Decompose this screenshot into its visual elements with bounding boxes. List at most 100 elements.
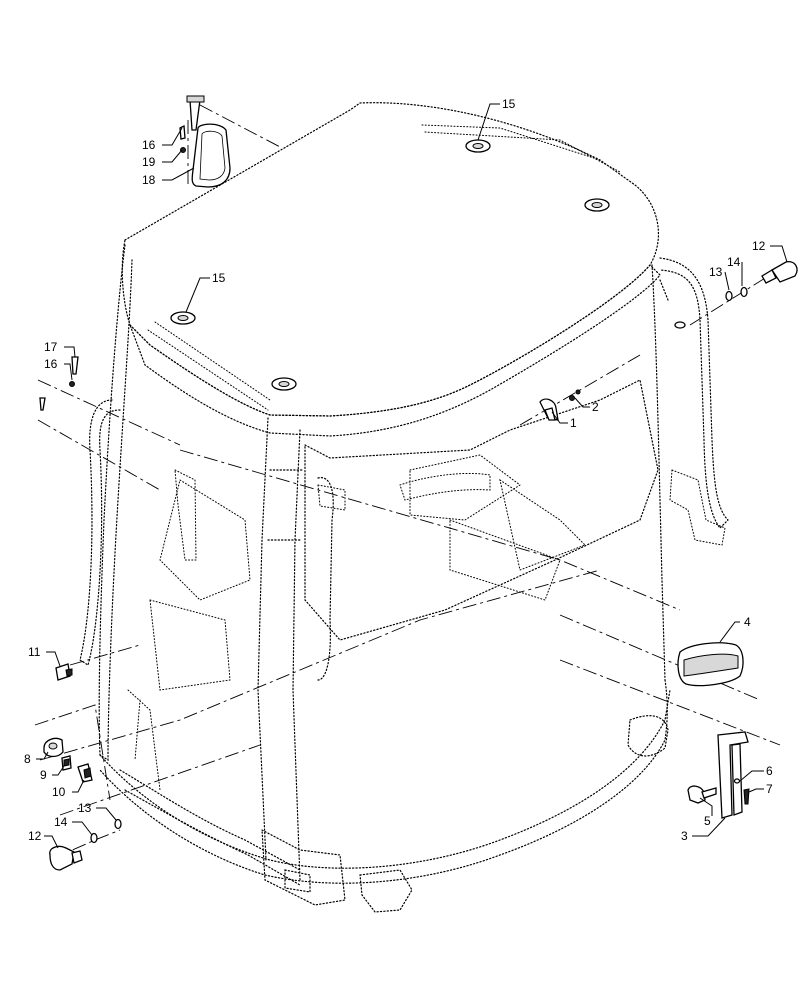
leader-16-top bbox=[162, 127, 183, 146]
roof-plug-right bbox=[584, 198, 610, 212]
callout-2: 2 bbox=[592, 400, 599, 414]
leader-12-low bbox=[44, 835, 59, 849]
leader-10 bbox=[72, 779, 85, 793]
cab-roof-front-rail bbox=[147, 321, 271, 411]
bolt-10 bbox=[77, 763, 93, 783]
leader-7 bbox=[748, 788, 764, 793]
cab-roof-rear-rail bbox=[421, 124, 621, 173]
right-handrail-bracket bbox=[669, 469, 726, 546]
assembly-line-interior bbox=[179, 449, 681, 611]
assembly-line-left-handrail bbox=[37, 379, 181, 446]
callout-7: 7 bbox=[766, 782, 773, 796]
leader-9 bbox=[52, 765, 65, 776]
armrest-bracket bbox=[717, 731, 749, 819]
leader-14-low bbox=[72, 821, 93, 836]
fitting-9 bbox=[61, 755, 72, 771]
leader-13-low bbox=[96, 807, 117, 821]
left-bolt-part bbox=[49, 845, 83, 871]
assembly-line-pins bbox=[69, 644, 141, 666]
bracket-screw bbox=[743, 788, 750, 805]
callout-11: 11 bbox=[28, 645, 41, 659]
callout-16-top: 16 bbox=[142, 138, 156, 152]
leader-11 bbox=[46, 651, 61, 667]
leader-16-left bbox=[64, 363, 73, 381]
cab-right-pillar bbox=[651, 264, 669, 681]
bracket-8 bbox=[43, 737, 64, 758]
cab-front-step bbox=[261, 828, 346, 906]
bracket-knob bbox=[687, 785, 717, 804]
callout-17: 17 bbox=[44, 340, 58, 354]
clip-screw bbox=[569, 389, 581, 401]
callout-8: 8 bbox=[24, 752, 31, 766]
left-washer-14 bbox=[90, 832, 98, 844]
right-bolt-part bbox=[761, 261, 798, 284]
assembly-line-lower-bolts bbox=[59, 744, 261, 816]
callout-18: 18 bbox=[142, 173, 156, 187]
left-handrail bbox=[79, 399, 121, 666]
assembly-lines bbox=[34, 104, 781, 861]
leader-12-top bbox=[770, 245, 788, 263]
leader-15-mid bbox=[185, 277, 210, 313]
callout-1: 1 bbox=[570, 416, 577, 430]
leader-19 bbox=[162, 149, 183, 163]
rear-nut bbox=[674, 321, 686, 329]
leader-3 bbox=[692, 817, 726, 837]
cab-lower-skirt bbox=[99, 679, 671, 884]
assembly-line-right-lower bbox=[559, 659, 781, 746]
assembly-line-lower-left bbox=[34, 704, 111, 801]
mirror-part bbox=[186, 95, 231, 188]
left-top-screw bbox=[39, 356, 79, 411]
cab-door-frame bbox=[127, 689, 161, 791]
leader-2 bbox=[574, 397, 590, 408]
cab-left-pillar bbox=[98, 244, 133, 762]
callout-12-top: 12 bbox=[752, 239, 766, 253]
assembly-line-armrest bbox=[559, 614, 761, 701]
callout-15-middle: 15 bbox=[212, 271, 226, 285]
right-handrail bbox=[659, 257, 729, 529]
callout-16-left: 16 bbox=[44, 357, 58, 371]
assembly-line-right-bolt bbox=[689, 274, 771, 326]
right-washer-13 bbox=[725, 290, 733, 302]
cab-roof-lower-edge bbox=[129, 264, 661, 437]
cab-right-foot bbox=[627, 715, 669, 757]
callout-14-top: 14 bbox=[727, 255, 741, 269]
leader-18 bbox=[162, 167, 195, 181]
callout-19: 19 bbox=[142, 155, 156, 169]
callout-12-bottom: 12 bbox=[28, 829, 42, 843]
leader-13-top bbox=[724, 271, 730, 291]
callout-13-top: 13 bbox=[709, 265, 723, 279]
leader-4 bbox=[719, 621, 740, 643]
callout-5: 5 bbox=[704, 814, 711, 828]
right-washer-14 bbox=[740, 286, 748, 298]
left-clamp bbox=[55, 663, 73, 681]
armrest-pad bbox=[677, 642, 744, 687]
callout-10: 10 bbox=[52, 785, 66, 799]
assembly-line-top-bracket bbox=[519, 354, 641, 426]
leader-17 bbox=[64, 346, 76, 358]
cab-interior-bracket-centre bbox=[317, 472, 491, 511]
cab-centre-pillar bbox=[257, 417, 303, 881]
callout-labels: 1 2 3 4 5 6 7 8 9 10 11 12 12 13 13 14 1… bbox=[24, 97, 773, 843]
callout-14-bottom: 14 bbox=[54, 815, 68, 829]
callout-13-bottom: 13 bbox=[78, 801, 92, 815]
cab-centre-handle bbox=[317, 477, 334, 681]
roof-plug-centre bbox=[271, 377, 297, 391]
leader-8 bbox=[36, 751, 49, 760]
leader-1 bbox=[551, 411, 568, 424]
cab-frame bbox=[79, 102, 729, 913]
leader-lines bbox=[36, 103, 788, 849]
callout-3: 3 bbox=[681, 829, 688, 843]
mirror-fasteners bbox=[179, 124, 186, 153]
left-washer-13 bbox=[114, 818, 122, 830]
leader-5 bbox=[699, 797, 713, 816]
cab-lower-tube bbox=[119, 769, 301, 886]
callout-15-top: 15 bbox=[502, 97, 516, 111]
callout-9: 9 bbox=[40, 768, 47, 782]
callout-4: 4 bbox=[744, 615, 751, 629]
cab-rear-step bbox=[359, 869, 413, 913]
roof-plug-rear bbox=[465, 139, 491, 153]
assembly-line-mid bbox=[39, 569, 601, 761]
leader-15-top bbox=[477, 103, 500, 141]
assembly-line-left-handrail-2 bbox=[37, 419, 161, 491]
